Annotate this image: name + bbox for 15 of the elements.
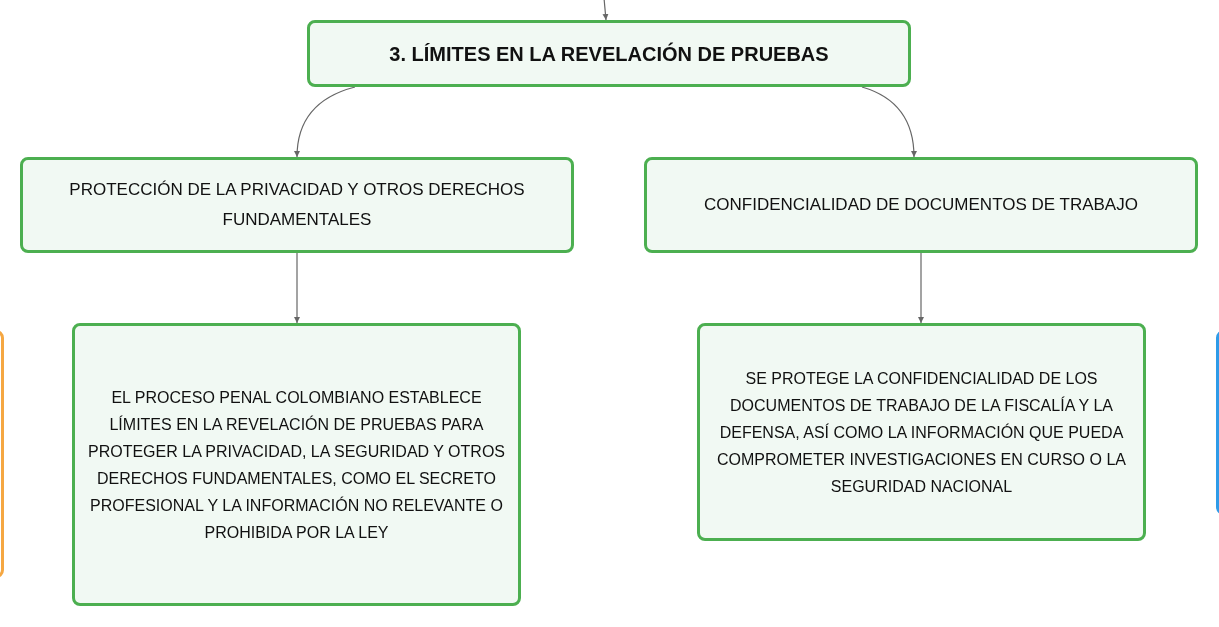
node-text: SE PROTEGE LA CONFIDENCIALIDAD DE LOS DOCUMENTOS DE TRABAJO DE LA FISCALÍA Y LA DEFENSA, ASÍ COMO LA INFORMACIÓN QUE PUEDA COMPROMETER INVESTIGACIONES EN CURSO O LA SEGURIDAD NACIONAL bbox=[716, 368, 1127, 497]
topic-box bbox=[20, 157, 574, 253]
node-text: PROTECCIÓN DE LA PRIVACIDAD Y OTROS DERECHOS FUNDAMENTALES bbox=[68, 179, 526, 231]
description-box bbox=[697, 323, 1146, 541]
node-text: 3. LÍMITES EN LA REVELACIÓN DE PRUEBAS bbox=[389, 41, 829, 67]
description-box bbox=[72, 323, 521, 606]
topic-box bbox=[644, 157, 1198, 253]
title-box bbox=[307, 20, 911, 87]
node-text: EL PROCESO PENAL COLOMBIANO ESTABLECE LÍMITES EN LA REVELACIÓN DE PRUEBAS PARA PROTEGER LA PRIVACIDAD, LA SEGURIDAD Y OTROS DERECHOS FUNDAMENTALES, COMO EL SECRETO PROFESIONAL Y LA INFORMACIÓN NO RELEVANTE O PROHIBIDA POR LA LEY bbox=[87, 387, 506, 543]
connector-arrow bbox=[918, 252, 924, 324]
connector-arrow bbox=[602, 0, 609, 21]
node-text: CONFIDENCIALIDAD DE DOCUMENTOS DE TRABAJO bbox=[703, 194, 1139, 216]
connector-arrow bbox=[294, 86, 356, 158]
connector-arrow bbox=[861, 86, 917, 158]
connector-arrow bbox=[294, 252, 300, 324]
